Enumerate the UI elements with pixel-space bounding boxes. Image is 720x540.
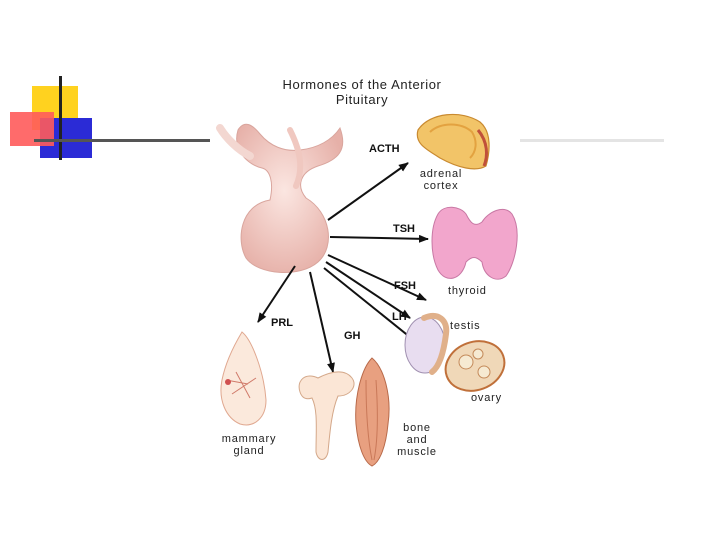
ovary-illustration bbox=[444, 340, 506, 392]
deco-vertical-line bbox=[59, 76, 62, 160]
muscle-illustration bbox=[355, 357, 390, 467]
label-fsh: FSH bbox=[394, 280, 416, 292]
label-prl: PRL bbox=[271, 317, 293, 329]
label-adrenal-cortex: adrenal cortex bbox=[410, 168, 472, 192]
label-testis: testis bbox=[450, 320, 481, 332]
label-gh: GH bbox=[344, 330, 361, 342]
label-acth: ACTH bbox=[369, 143, 400, 155]
bone-line-2: and bbox=[406, 434, 428, 446]
label-lh: LH bbox=[392, 311, 407, 323]
arrow-tsh bbox=[329, 234, 429, 243]
mammary-gland-illustration bbox=[220, 331, 267, 426]
label-mammary-gland: mammary gland bbox=[212, 433, 286, 457]
mammary-line-1: mammary bbox=[221, 433, 277, 445]
arrow-fsh bbox=[327, 254, 427, 301]
deco-horizontal-line bbox=[34, 139, 210, 142]
adrenal-line-2: cortex bbox=[423, 180, 459, 192]
title-line-1: Hormones of the Anterior bbox=[282, 77, 442, 92]
slide-decoration bbox=[0, 0, 720, 170]
bone-illustration bbox=[298, 371, 355, 460]
title-line-2: Pituitary bbox=[335, 92, 389, 107]
deco-horizontal-line-faint bbox=[520, 139, 664, 142]
arrow-gh bbox=[309, 271, 335, 373]
pituitary-gland bbox=[216, 123, 344, 273]
arrow-prl bbox=[257, 265, 296, 323]
mammary-line-2: gland bbox=[233, 445, 265, 457]
diagram-title: Hormones of the Anterior Pituitary bbox=[262, 77, 462, 107]
label-bone-and-muscle: bone and muscle bbox=[392, 422, 442, 458]
label-ovary: ovary bbox=[471, 392, 502, 404]
bone-line-3: muscle bbox=[397, 446, 437, 458]
testis-illustration bbox=[404, 313, 450, 375]
label-thyroid: thyroid bbox=[448, 285, 487, 297]
thyroid-illustration bbox=[431, 206, 518, 280]
arrow-acth bbox=[327, 162, 409, 221]
arrow-lh-testis bbox=[325, 261, 411, 319]
label-tsh: TSH bbox=[393, 223, 415, 235]
adrenal-cortex-illustration bbox=[416, 113, 490, 170]
bone-line-1: bone bbox=[403, 422, 431, 434]
adrenal-line-1: adrenal bbox=[419, 168, 463, 180]
